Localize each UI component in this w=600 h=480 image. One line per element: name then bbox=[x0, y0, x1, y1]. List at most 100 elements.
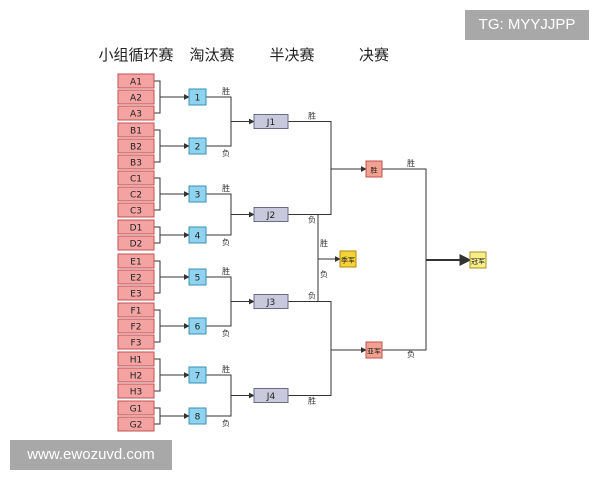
team-box-a1-label: A1 bbox=[130, 78, 142, 88]
group-bracket bbox=[154, 309, 161, 343]
watermark-top: TG: MYYJJPP bbox=[465, 10, 589, 40]
semi-j1-win-line bbox=[288, 121, 332, 169]
team-box-g2-label: G2 bbox=[130, 421, 143, 431]
knockout-match-8-label: 8 bbox=[195, 413, 201, 423]
semifinal-j1-label: J1 bbox=[266, 118, 275, 128]
label-lose: 负 bbox=[222, 148, 230, 158]
team-box-c1-label: C1 bbox=[130, 175, 142, 185]
knockout-match-1-label: 1 bbox=[195, 94, 201, 104]
team-box-g2: G2 bbox=[117, 416, 155, 432]
knockout-bracket bbox=[206, 276, 232, 327]
semi-j3-win-line bbox=[288, 301, 332, 350]
semifinal-j2-label: J2 bbox=[266, 211, 275, 221]
label-win: 胜 bbox=[308, 396, 316, 406]
team-box-c2: C2 bbox=[117, 186, 155, 202]
team-box-b2-label: B2 bbox=[130, 143, 142, 153]
knockout-match-7-label: 7 bbox=[195, 372, 201, 382]
group-bracket bbox=[154, 260, 161, 294]
label-win: 胜 bbox=[407, 158, 415, 168]
team-box-h3: H3 bbox=[117, 383, 155, 399]
team-box-f2-label: F2 bbox=[131, 323, 142, 333]
team-box-g1-label: G1 bbox=[130, 405, 143, 415]
team-box-e3-label: E3 bbox=[130, 290, 141, 300]
team-box-f3-label: F3 bbox=[131, 339, 142, 349]
team-box-g1: G1 bbox=[117, 400, 155, 416]
team-box-e3: E3 bbox=[117, 285, 155, 301]
knockout-match-2-label: 2 bbox=[195, 143, 201, 153]
group-bracket bbox=[154, 226, 161, 244]
knockout-match-8: 8 bbox=[188, 407, 207, 425]
team-box-b3-label: B3 bbox=[130, 159, 142, 169]
label-win: 胜 bbox=[222, 183, 230, 193]
watermark-bottom: www.ewozuvd.com bbox=[10, 440, 172, 470]
champion-box: 冠军 bbox=[469, 251, 487, 269]
knockout-match-1: 1 bbox=[188, 88, 207, 106]
team-box-c3-label: C3 bbox=[130, 207, 142, 217]
knockout-match-3-label: 3 bbox=[195, 191, 201, 201]
runner-up-box: 亚军 bbox=[365, 341, 383, 359]
team-box-b1: B1 bbox=[117, 122, 155, 138]
team-box-d1-label: D1 bbox=[130, 224, 143, 234]
team-box-f1: F1 bbox=[117, 302, 155, 318]
semi-losers-bracket bbox=[288, 214, 319, 302]
team-box-a2: A2 bbox=[117, 89, 155, 105]
label-win: 胜 bbox=[308, 111, 316, 121]
team-box-d2-label: D2 bbox=[130, 240, 143, 250]
team-box-a3: A3 bbox=[117, 105, 155, 121]
team-box-d1: D1 bbox=[117, 219, 155, 235]
label-lose: 负 bbox=[320, 269, 328, 279]
label-lose: 负 bbox=[222, 418, 230, 428]
team-box-f3: F3 bbox=[117, 334, 155, 350]
team-box-a1: A1 bbox=[117, 73, 155, 89]
label-win: 胜 bbox=[320, 238, 328, 248]
knockout-match-7: 7 bbox=[188, 366, 207, 384]
team-box-e2-label: E2 bbox=[130, 274, 141, 284]
knockout-bracket bbox=[206, 96, 232, 147]
semifinal-j4-label: J4 bbox=[266, 392, 276, 402]
semifinal-j3-label: J3 bbox=[266, 298, 275, 308]
group-bracket bbox=[154, 129, 161, 163]
label-lose: 负 bbox=[308, 291, 316, 301]
label-win: 胜 bbox=[222, 86, 230, 96]
header-knockout: 淘汰赛 bbox=[189, 46, 234, 64]
knockout-match-4-label: 4 bbox=[195, 232, 201, 242]
knockout-match-3: 3 bbox=[188, 185, 207, 203]
semifinal-j3: J3 bbox=[253, 294, 289, 309]
label-win: 胜 bbox=[222, 364, 230, 374]
connector-lines bbox=[154, 80, 472, 425]
final-bracket bbox=[382, 168, 427, 351]
runner-up-box-label: 亚军 bbox=[367, 348, 381, 356]
knockout-match-5: 5 bbox=[188, 268, 207, 286]
team-box-b2: B2 bbox=[117, 138, 155, 154]
label-lose: 负 bbox=[407, 349, 415, 359]
team-box-h1: H1 bbox=[117, 351, 155, 367]
team-box-d2: D2 bbox=[117, 235, 155, 251]
knockout-match-2: 2 bbox=[188, 137, 207, 155]
group-bracket bbox=[154, 407, 161, 425]
team-box-h2-label: H2 bbox=[130, 372, 143, 382]
team-box-c1: C1 bbox=[117, 170, 155, 186]
team-box-h1-label: H1 bbox=[130, 356, 143, 366]
group-bracket bbox=[154, 177, 161, 211]
semifinal-j1: J1 bbox=[253, 114, 289, 129]
knockout-bracket bbox=[206, 193, 232, 236]
third-place-box: 季军 bbox=[339, 250, 357, 268]
label-lose: 负 bbox=[222, 237, 230, 247]
semifinal-j2: J2 bbox=[253, 207, 289, 222]
team-box-h2: H2 bbox=[117, 367, 155, 383]
semi-j4-win-line bbox=[288, 347, 367, 396]
team-box-c3: C3 bbox=[117, 202, 155, 218]
knockout-bracket bbox=[206, 374, 232, 417]
champion-box-label: 冠军 bbox=[471, 258, 485, 266]
group-bracket bbox=[154, 80, 161, 114]
final-winner-box-label: 胜 bbox=[371, 166, 378, 175]
header-semifinal: 半决赛 bbox=[269, 46, 314, 64]
knockout-match-6-label: 6 bbox=[195, 323, 201, 333]
bracket-boxes: A1A2A3B1B2B3C1C2C3D1D2E1E2E3F1F2F3H1H2H3… bbox=[117, 73, 487, 432]
team-box-f1-label: F1 bbox=[131, 307, 142, 317]
third-place-box-label: 季军 bbox=[341, 256, 355, 265]
header-final: 决赛 bbox=[359, 46, 389, 64]
semifinal-j4: J4 bbox=[253, 388, 289, 403]
